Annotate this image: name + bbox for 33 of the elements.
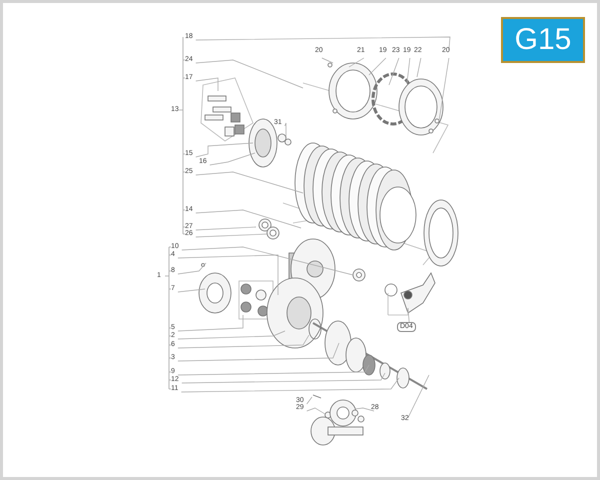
leader-line — [195, 36, 450, 50]
leader-line — [178, 364, 370, 376]
leader-line — [306, 408, 326, 414]
leader-line — [322, 58, 334, 64]
leader-line — [195, 142, 254, 158]
leader-line — [195, 172, 304, 194]
page-badge: G15 — [501, 17, 585, 63]
leader-line — [178, 314, 244, 332]
leader-line — [178, 330, 286, 340]
leader-line — [368, 58, 386, 76]
leader-line — [348, 58, 364, 68]
leader-line — [209, 152, 256, 166]
leader-line — [195, 60, 304, 88]
leader-line — [178, 288, 206, 292]
leader-line — [178, 334, 310, 348]
leader-line — [406, 58, 410, 84]
leader-line — [178, 342, 340, 362]
leader-line — [416, 58, 422, 78]
leader-line — [195, 226, 256, 230]
leader-line — [306, 396, 312, 404]
leader-line — [181, 372, 386, 384]
leader-line — [354, 408, 374, 412]
leader-line — [178, 254, 278, 296]
leader-line — [388, 58, 400, 86]
leader-line — [438, 58, 450, 122]
leader-line — [408, 374, 430, 418]
leader-line — [284, 122, 286, 138]
leader-line — [181, 246, 354, 276]
leader-line — [195, 210, 302, 228]
leader-line — [195, 78, 218, 92]
leader-line — [178, 262, 206, 274]
leader-line — [180, 378, 400, 392]
leader-line — [195, 234, 268, 238]
